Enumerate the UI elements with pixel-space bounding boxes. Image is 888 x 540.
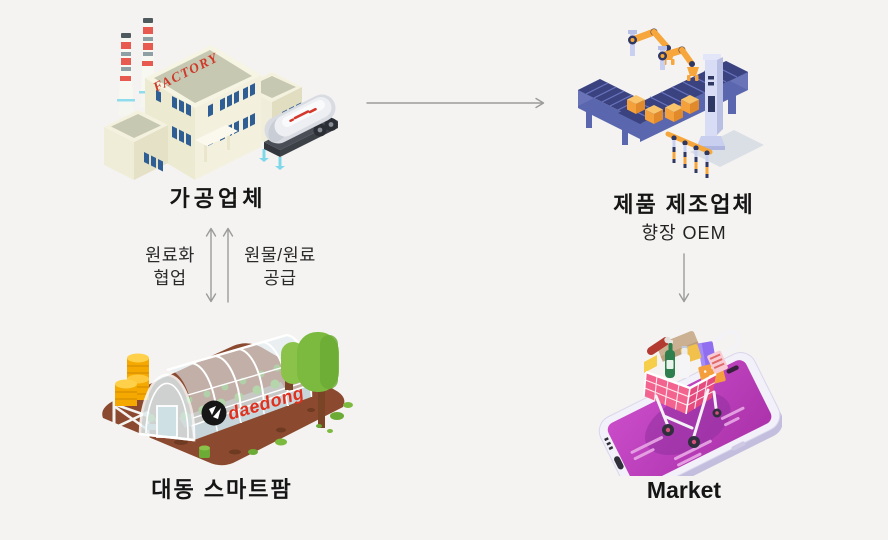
manufacturer-node-label: 제품 제조업체 <box>613 192 755 217</box>
grocery-icons <box>644 331 728 387</box>
processor-node-label: 가공업체 <box>169 186 267 211</box>
robot-arm-icons <box>628 28 699 81</box>
cart-frame <box>654 388 718 438</box>
phone-camera-icon <box>726 365 739 374</box>
cargo-box-icons <box>627 95 699 124</box>
phone-market-illustration <box>598 329 783 500</box>
collaboration-edge-label-line2: 협업 <box>153 268 187 288</box>
phone-side-button <box>731 441 746 451</box>
greenhouse-illustration: daedong <box>102 332 353 466</box>
arrow-down-icon <box>678 253 690 303</box>
greenhouse-front-arch <box>138 373 196 442</box>
smartfarm-node-illustration: daedong <box>85 300 363 472</box>
supply-edge-label-line2: 공급 <box>263 268 297 288</box>
supply-edge-label: 원물/원료 공급 <box>232 244 328 290</box>
manufacturer-node-illustration <box>578 28 774 186</box>
factory-entrance-canopy <box>195 125 238 162</box>
manufacturer-node-sublabel: 향장 OEM <box>641 223 727 244</box>
market-node-illustration <box>596 304 783 500</box>
conveyor-illustration <box>578 28 764 178</box>
factory-left-wing <box>104 110 168 180</box>
cart-wheel-icons <box>662 408 722 448</box>
manufacturer-node-label-block: 제품 제조업체 향장 OEM <box>584 192 784 244</box>
factory-illustration: FACTORY <box>104 18 338 180</box>
tree-icons <box>199 332 353 458</box>
collaboration-edge-label-line1: 원료화 <box>145 245 195 265</box>
smartfarm-node-label: 대동 스마트팜 <box>151 477 293 502</box>
cart-basket <box>643 370 717 415</box>
shopping-cart-icon <box>643 329 740 448</box>
tanker-truck-icon <box>259 94 338 170</box>
collaboration-edge-label: 원료화 협업 <box>128 244 212 290</box>
drill-rod-icons <box>665 131 713 178</box>
supply-edge-label-line1: 원물/원료 <box>244 245 316 265</box>
cart-shadow <box>644 392 731 456</box>
arrow-right-icon <box>366 97 545 109</box>
barrel-icons <box>115 353 149 406</box>
processor-node-illustration: FACTORY <box>96 14 346 186</box>
smartphone-icon <box>598 352 783 500</box>
market-node-label: Market <box>646 477 722 503</box>
